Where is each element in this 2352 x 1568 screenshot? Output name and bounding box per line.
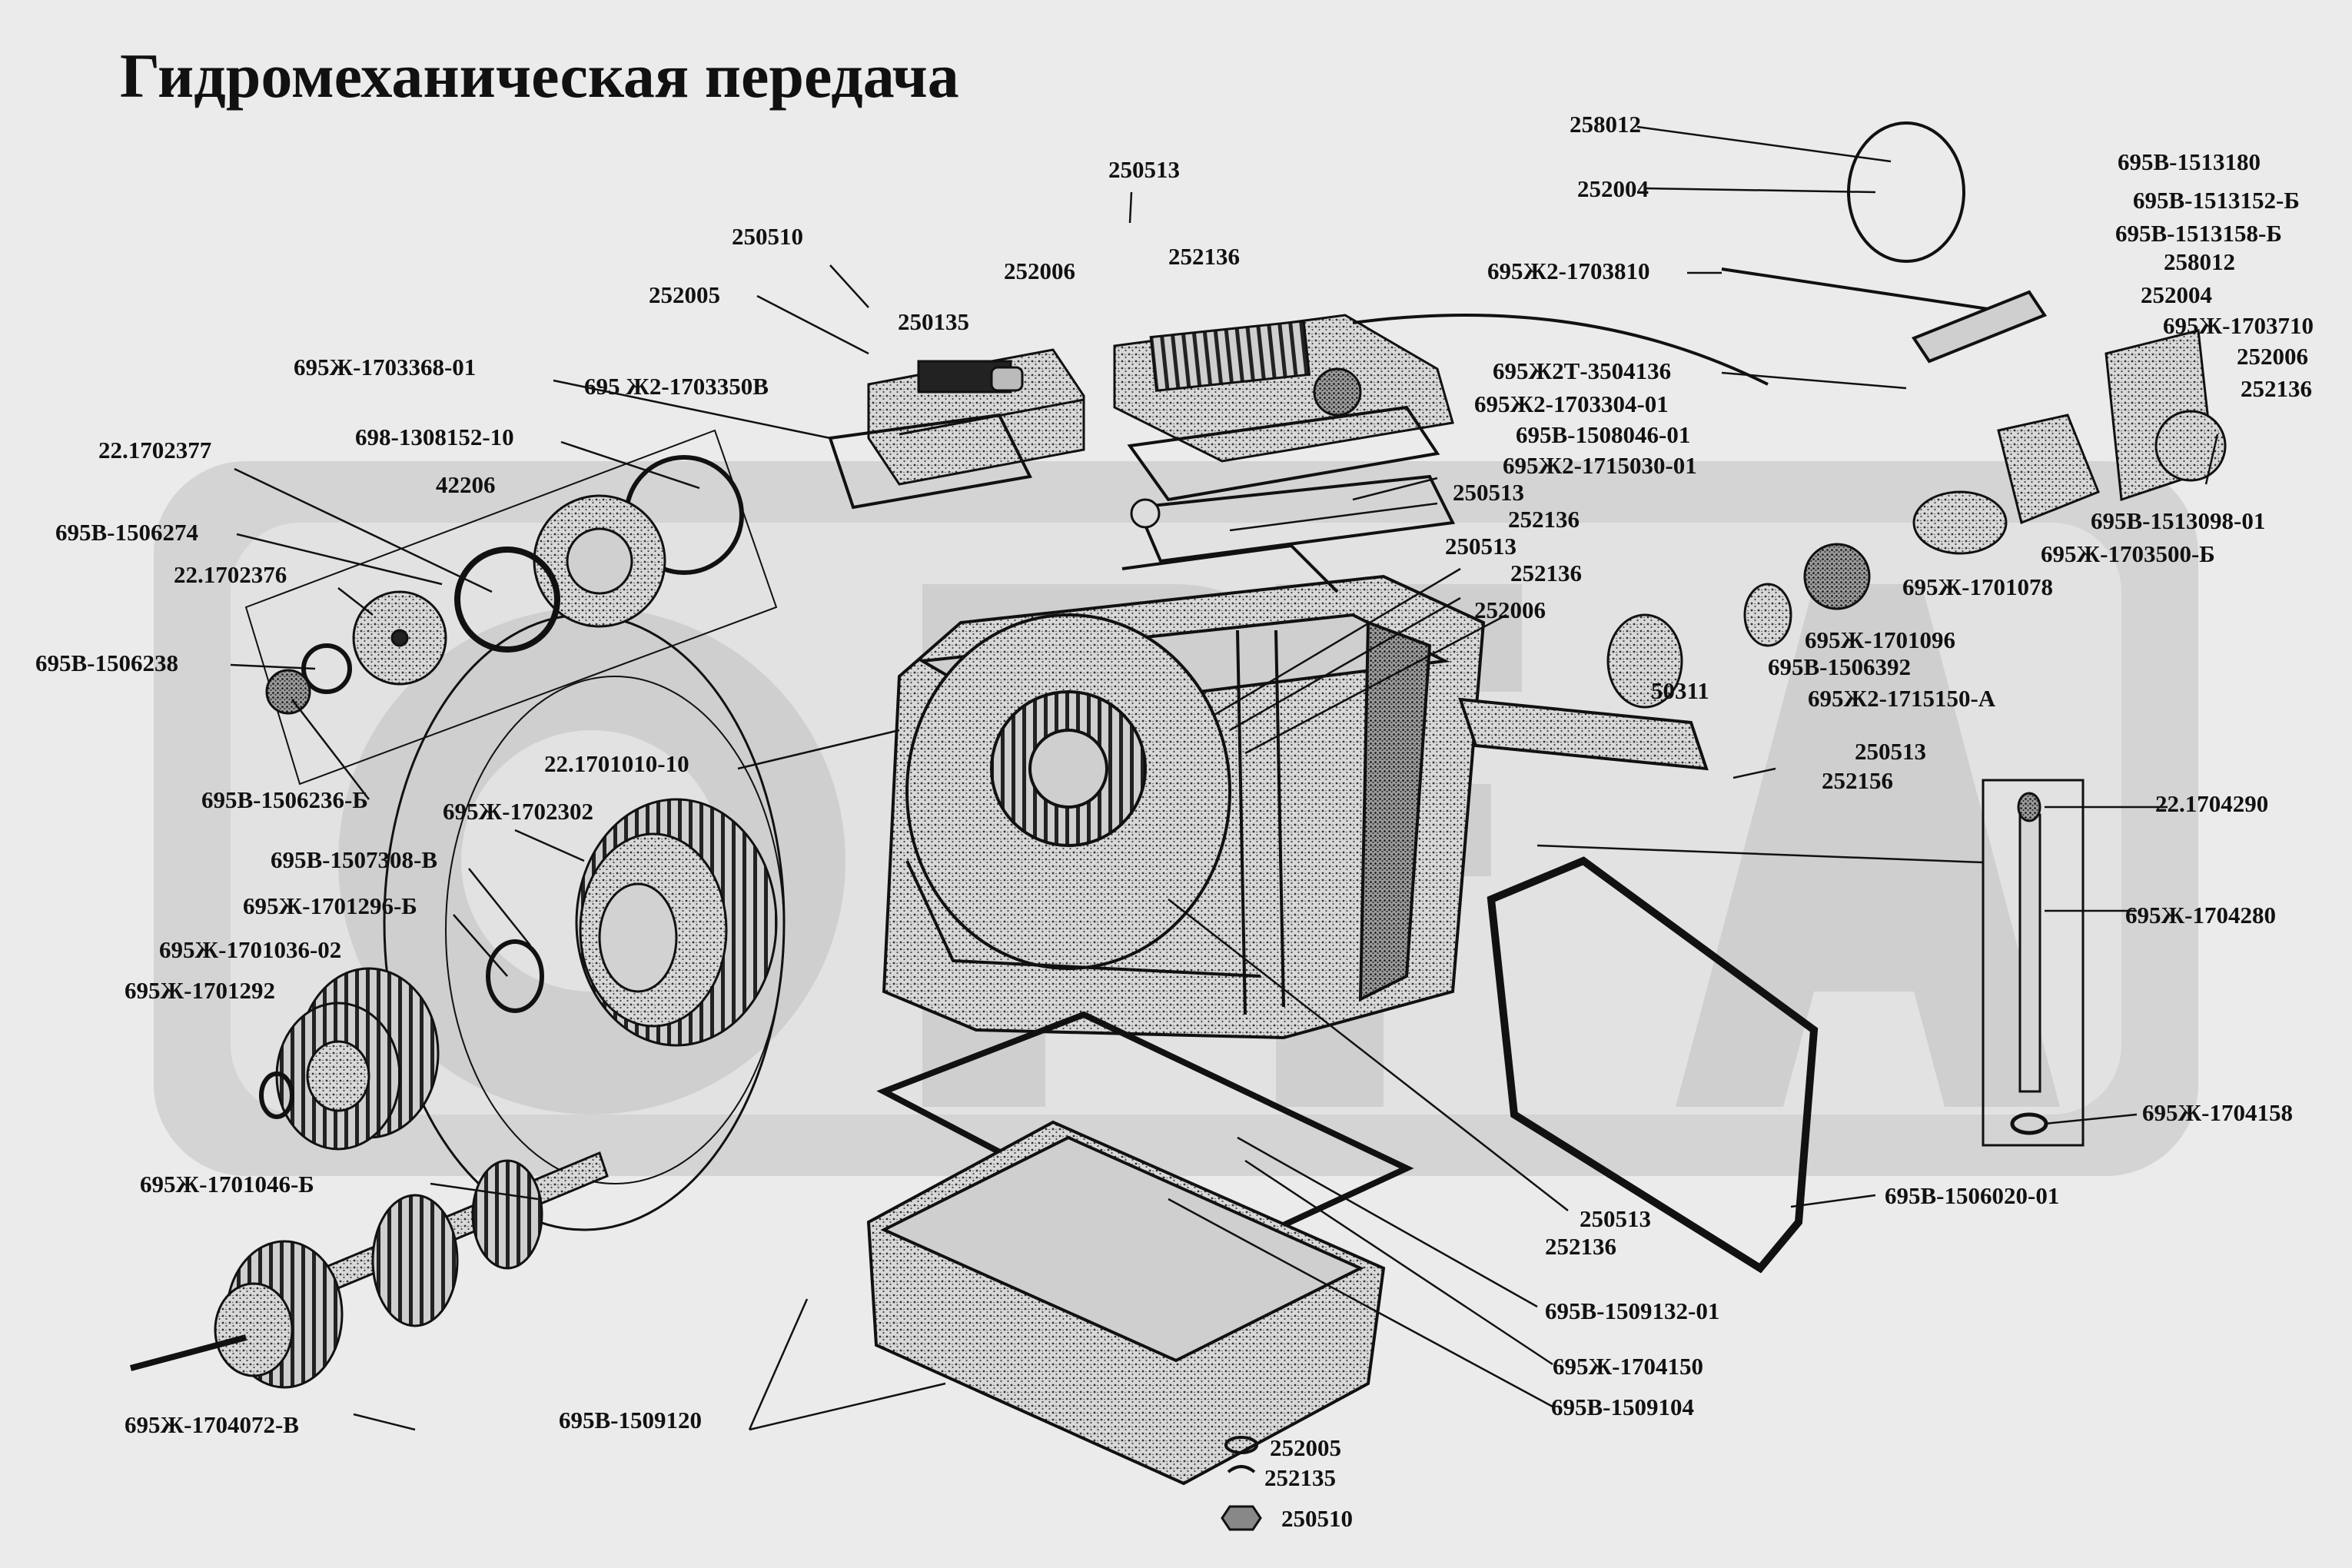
part-label: 695В-1509104	[1551, 1394, 1694, 1420]
pump-housing	[1606, 329, 2227, 709]
part-label: 250510	[732, 223, 803, 250]
part-label: 252005	[1270, 1434, 1341, 1461]
part-label: 250513	[1445, 533, 1517, 560]
part-label: 22.1704290	[2155, 790, 2269, 817]
part-label: 695 Ж2-1703350В	[584, 373, 769, 400]
part-label: 695Ж-1704158	[2142, 1099, 2293, 1126]
part-label: 695В-1513152-Б	[2133, 187, 2300, 214]
part-label: 252004	[1577, 175, 1649, 202]
part-label: 250513	[1855, 738, 1926, 765]
part-label: 258012	[2164, 248, 2235, 275]
part-label: 250513	[1580, 1205, 1651, 1232]
part-label: 252005	[649, 281, 720, 308]
part-label: 698-1308152-10	[355, 424, 514, 450]
nut-washer-icons	[1221, 1436, 1262, 1531]
part-label: 695В-1509120	[559, 1407, 702, 1433]
part-label: 250135	[898, 308, 969, 335]
valve-cover-large	[1113, 314, 1456, 563]
part-label: 695В-1508046-01	[1516, 421, 1691, 448]
part-label: 50311	[1651, 677, 1709, 704]
part-label: 695Ж-1703710	[2163, 312, 2314, 339]
part-label: 695Ж-1702302	[443, 798, 593, 825]
part-label: 22.1702376	[174, 561, 287, 588]
part-label: 695В-1507308-В	[271, 846, 437, 873]
part-label: 258012	[1570, 111, 1641, 138]
part-label: 695В-1506238	[35, 649, 178, 676]
part-label: 695Ж2-1703810	[1487, 257, 1650, 284]
part-label: 42206	[436, 471, 496, 498]
dipstick-group	[1982, 779, 2085, 1147]
part-label: 250510	[1281, 1505, 1353, 1532]
part-label: 22.1701010-10	[544, 750, 689, 777]
page-title: Гидромеханическая передача	[120, 41, 959, 111]
part-label: 22.1702377	[98, 437, 212, 463]
output-shaft	[129, 1151, 609, 1389]
leader-lines	[230, 125, 2219, 1431]
oil-pan	[866, 1011, 1414, 1486]
part-label: 695В-1506236-Б	[201, 786, 368, 813]
part-label: 695Ж-1704072-В	[125, 1411, 299, 1438]
part-label: 252135	[1264, 1464, 1336, 1491]
control-linkage	[1352, 121, 2048, 771]
part-label: 695Ж-1701078	[1902, 573, 2053, 600]
valve-cover-small	[828, 348, 1085, 510]
part-label: 252156	[1822, 767, 1893, 794]
part-label: 695Ж-1703500-Б	[2041, 540, 2215, 567]
transmission-housing	[882, 543, 1486, 1040]
part-label: 252136	[1510, 560, 1582, 586]
part-label: 252004	[2141, 281, 2212, 308]
part-label: 250513	[1108, 156, 1180, 183]
part-label: 250513	[1453, 479, 1524, 506]
part-label: 695В-1506392	[1768, 653, 1911, 680]
part-label: 695В-1506020-01	[1885, 1182, 2060, 1209]
part-label: 252136	[1168, 243, 1240, 270]
part-label: 695Ж2Т-3504136	[1493, 357, 1672, 384]
side-gasket	[1487, 856, 1819, 1274]
part-label: 695В-1513098-01	[2091, 507, 2266, 534]
part-label: 695В-1506274	[55, 519, 198, 546]
part-label: 695Ж-1703368-01	[294, 354, 477, 380]
part-label: 252006	[2237, 343, 2308, 370]
part-label: 695Ж-1704150	[1553, 1353, 1703, 1380]
part-label: 252136	[1508, 506, 1580, 533]
gear-set	[259, 967, 440, 1151]
part-label: 695Ж-1704280	[2125, 902, 2276, 929]
part-label: 252006	[1474, 596, 1546, 623]
part-label: 252006	[1004, 257, 1075, 284]
part-label: 695В-1509132-01	[1545, 1297, 1720, 1324]
bearing-group	[244, 429, 778, 786]
part-label: 695Ж-1701036-02	[159, 936, 342, 963]
part-label: 695Ж2-1715030-01	[1503, 452, 1697, 479]
part-label: 695Ж2-1715150-А	[1808, 685, 1996, 712]
part-label: 695Ж-1701096	[1805, 626, 1955, 653]
part-label: 695Ж-1701296-Б	[243, 892, 417, 919]
part-label: 695Ж-1701046-Б	[140, 1171, 314, 1198]
part-label: 695Ж-1701292	[125, 977, 275, 1004]
part-label: 695В-1513180	[2118, 148, 2261, 175]
clutch-pack	[486, 798, 778, 1047]
part-label: 252136	[1545, 1233, 1616, 1260]
part-label: 695В-1513158-Б	[2115, 220, 2282, 247]
part-label: 252136	[2241, 375, 2312, 402]
part-label: 695Ж2-1703304-01	[1474, 390, 1669, 417]
